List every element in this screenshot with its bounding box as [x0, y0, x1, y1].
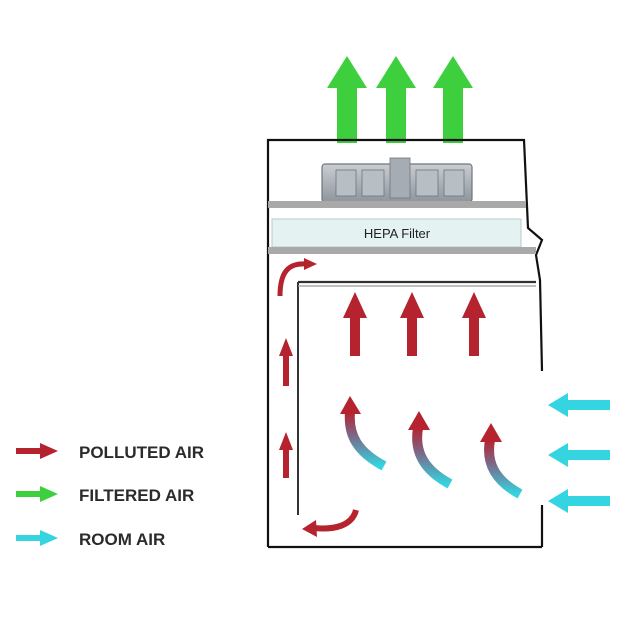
mixed-air-curved-arrow: [344, 411, 387, 471]
mixed-air-arrowhead: [340, 396, 361, 414]
room-air-arrow: [548, 443, 610, 467]
polluted-air-arrow: [462, 292, 486, 356]
legend-item-polluted-air: POLLUTED AIR: [16, 443, 204, 462]
polluted-air-arrow: [400, 292, 424, 356]
polluted-air-arrows: [277, 258, 486, 537]
room-air-arrow: [548, 489, 610, 513]
mixed-air-arrowhead: [480, 423, 502, 442]
room-air-arrows: [548, 393, 610, 513]
mixed-air-curved-arrow: [412, 427, 453, 489]
filtered-air-arrows: [327, 56, 473, 143]
legend-label-room-air: ROOM AIR: [79, 530, 165, 549]
polluted-air-arrow: [343, 292, 367, 356]
mixed-air-curved-arrows: [340, 396, 523, 499]
hepa-filter-label: HEPA Filter: [364, 226, 431, 241]
legend-item-room-air: ROOM AIR: [16, 530, 165, 549]
polluted-air-bottom-arrow: [313, 508, 359, 532]
room-air-arrow: [548, 393, 610, 417]
polluted-air-bottom-arrowhead: [302, 520, 317, 537]
filtered-air-arrow: [433, 56, 473, 143]
polluted-air-hook-arrow: [277, 261, 307, 297]
legend-item-filtered-air: FILTERED AIR: [16, 486, 194, 505]
hepa-filter[interactable]: HEPA Filter: [271, 218, 522, 248]
polluted-air-hook-arrowhead: [304, 258, 317, 270]
filtered-air-arrow: [327, 56, 367, 143]
filtered-air-arrow: [376, 56, 416, 143]
upper-shelf: [268, 201, 526, 208]
mixed-air-curved-arrow: [484, 439, 523, 499]
blower-fan-unit: [318, 157, 476, 204]
legend: POLLUTED AIR FILTERED AIR ROOM AIR: [16, 443, 204, 549]
polluted-air-arrow: [279, 338, 293, 386]
lower-shelf: [268, 247, 536, 254]
polluted-air-arrow: [279, 432, 293, 478]
cabinet-outline: [266, 138, 544, 549]
red-arrow-icon: [16, 443, 58, 459]
cyan-arrow-icon: [16, 530, 58, 546]
mixed-air-arrowhead: [408, 411, 430, 430]
work-area-inner-walls: [297, 280, 536, 515]
legend-label-polluted-air: POLLUTED AIR: [79, 443, 204, 462]
green-arrow-icon: [16, 486, 58, 502]
legend-label-filtered-air: FILTERED AIR: [79, 486, 194, 505]
